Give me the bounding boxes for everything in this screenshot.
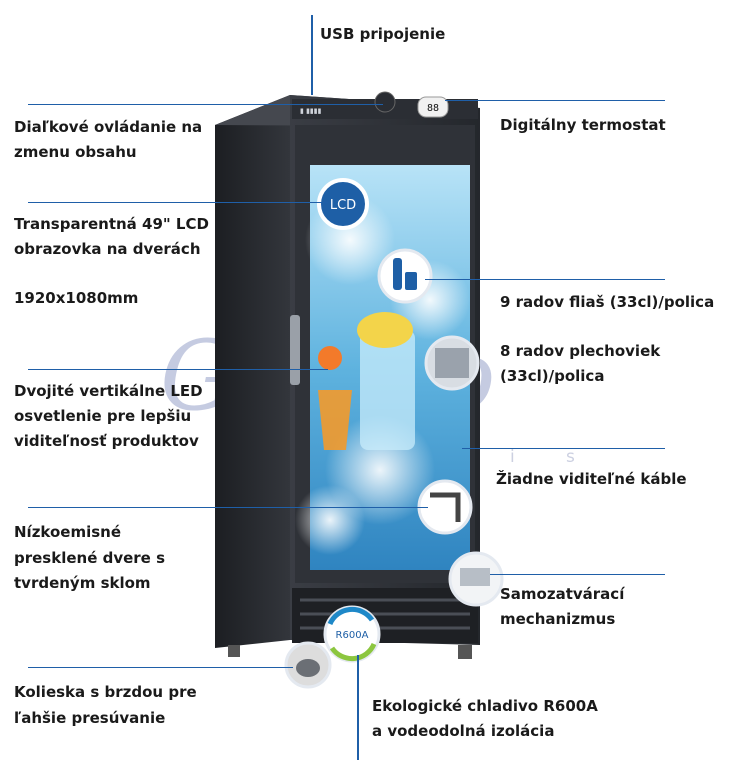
label-wheels-line1: Kolieska s brzdou pre	[14, 683, 197, 701]
door-handle	[290, 315, 300, 385]
refrigerant-label: R600A	[336, 630, 369, 641]
thermostat-readout: 88	[427, 103, 439, 114]
label-lcd-line1: Transparentná 49" LCD	[14, 215, 209, 233]
thermostat-display	[417, 96, 449, 118]
label-remote-line1: Diaľkové ovládanie na	[14, 118, 203, 136]
lcd-badge-label: LCD	[330, 198, 356, 213]
watermark-letter: s	[566, 447, 579, 467]
label-lcd-line2: obrazovka na dverách	[14, 240, 201, 258]
callout-line-wheels	[28, 667, 293, 668]
watermark-letter: i	[510, 447, 519, 467]
label-thermostat: Digitálny termostat	[500, 116, 666, 134]
callout-line-remote	[28, 104, 383, 105]
callout-line-glass	[28, 507, 428, 508]
label-eco-line1: Ekologické chladivo R600A	[372, 697, 598, 715]
callout-line-bottles	[425, 279, 665, 280]
label-cans-line2: (33cl)/polica	[500, 367, 605, 385]
label-glass-line2: presklené dvere s	[14, 549, 166, 567]
svg-text:▮ ▮▮▮▮: ▮ ▮▮▮▮	[300, 107, 322, 115]
remote-receiver	[374, 91, 396, 113]
label-usb: USB pripojenie	[320, 25, 446, 43]
cocktail-glass	[360, 330, 415, 450]
label-self-close-line2: mechanizmus	[500, 610, 616, 628]
callout-line-self-close	[490, 574, 665, 575]
label-cables: Žiadne viditeľné káble	[496, 470, 687, 488]
drink-garnish	[318, 346, 342, 370]
label-led-line1: Dvojité vertikálne LED	[14, 382, 203, 400]
label-led-line2: osvetlenie pre lepšiu	[14, 407, 192, 425]
label-eco-line2: a vodeodolná izolácia	[372, 722, 555, 740]
ice-highlight	[295, 485, 365, 555]
label-cans-line1: 8 radov plechoviek	[500, 342, 661, 360]
label-resolution: 1920x1080mm	[14, 289, 139, 307]
label-glass-line1: Nízkoemisné	[14, 523, 122, 541]
lcd-badge	[317, 178, 369, 230]
callout-line-thermostat	[445, 100, 665, 101]
label-glass-line3: tvrdeným sklom	[14, 574, 151, 592]
bottle-icon	[393, 258, 402, 290]
label-remote-line2: zmenu obsahu	[14, 143, 137, 161]
lemon-slice	[357, 312, 413, 348]
foot	[228, 645, 240, 657]
label-self-close-line1: Samozatvárací	[500, 585, 625, 603]
label-led-line3: viditeľnosť produktov	[14, 432, 199, 450]
callout-line-led	[28, 369, 328, 370]
label-bottles: 9 radov fliaš (33cl)/polica	[500, 293, 715, 311]
callout-line-lcd	[28, 202, 328, 203]
callout-line-eco	[357, 655, 359, 760]
cabinet-side	[215, 95, 290, 648]
can-icon	[405, 272, 417, 290]
callout-line-cables	[462, 448, 665, 449]
label-wheels-line2: ľahšie presúvanie	[14, 709, 166, 727]
foot	[458, 645, 472, 659]
callout-line-usb	[311, 15, 313, 95]
orange-drink	[318, 390, 352, 450]
